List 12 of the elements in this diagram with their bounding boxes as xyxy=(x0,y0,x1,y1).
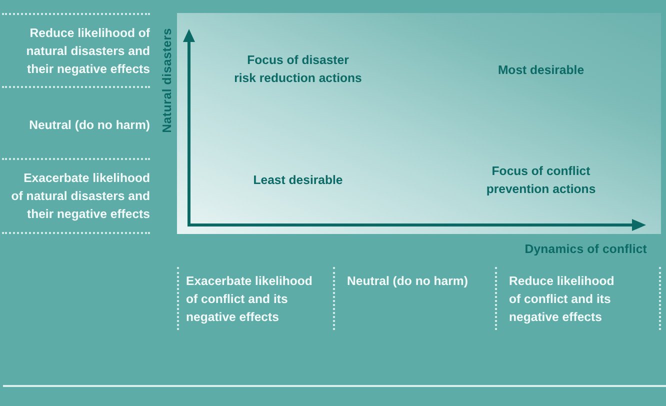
column-heading: Exacerbate likelihood of conflict and its negative effects xyxy=(186,273,314,326)
row-heading: Neutral (do no harm) xyxy=(28,117,150,134)
axis-title: Dynamics of conflict xyxy=(524,241,647,258)
quadrant-label: Most desirable xyxy=(496,62,586,79)
row-heading: Exacerbate likelihood of natural disasters and their negative effects xyxy=(10,170,150,223)
column-heading: Reduce likelihood of conflict and its negative effects xyxy=(509,273,616,326)
axis-title: Natural disasters xyxy=(159,28,175,133)
quadrant-label: Least desirable xyxy=(252,172,344,189)
row-heading: Reduce likelihood of natural disasters and their negative effects xyxy=(25,25,150,78)
quadrant-label: Focus of disaster risk reduction actions xyxy=(233,52,363,87)
quadrant-label: Focus of conflict prevention actions xyxy=(485,163,597,198)
column-heading: Neutral (do no harm) xyxy=(347,273,469,290)
